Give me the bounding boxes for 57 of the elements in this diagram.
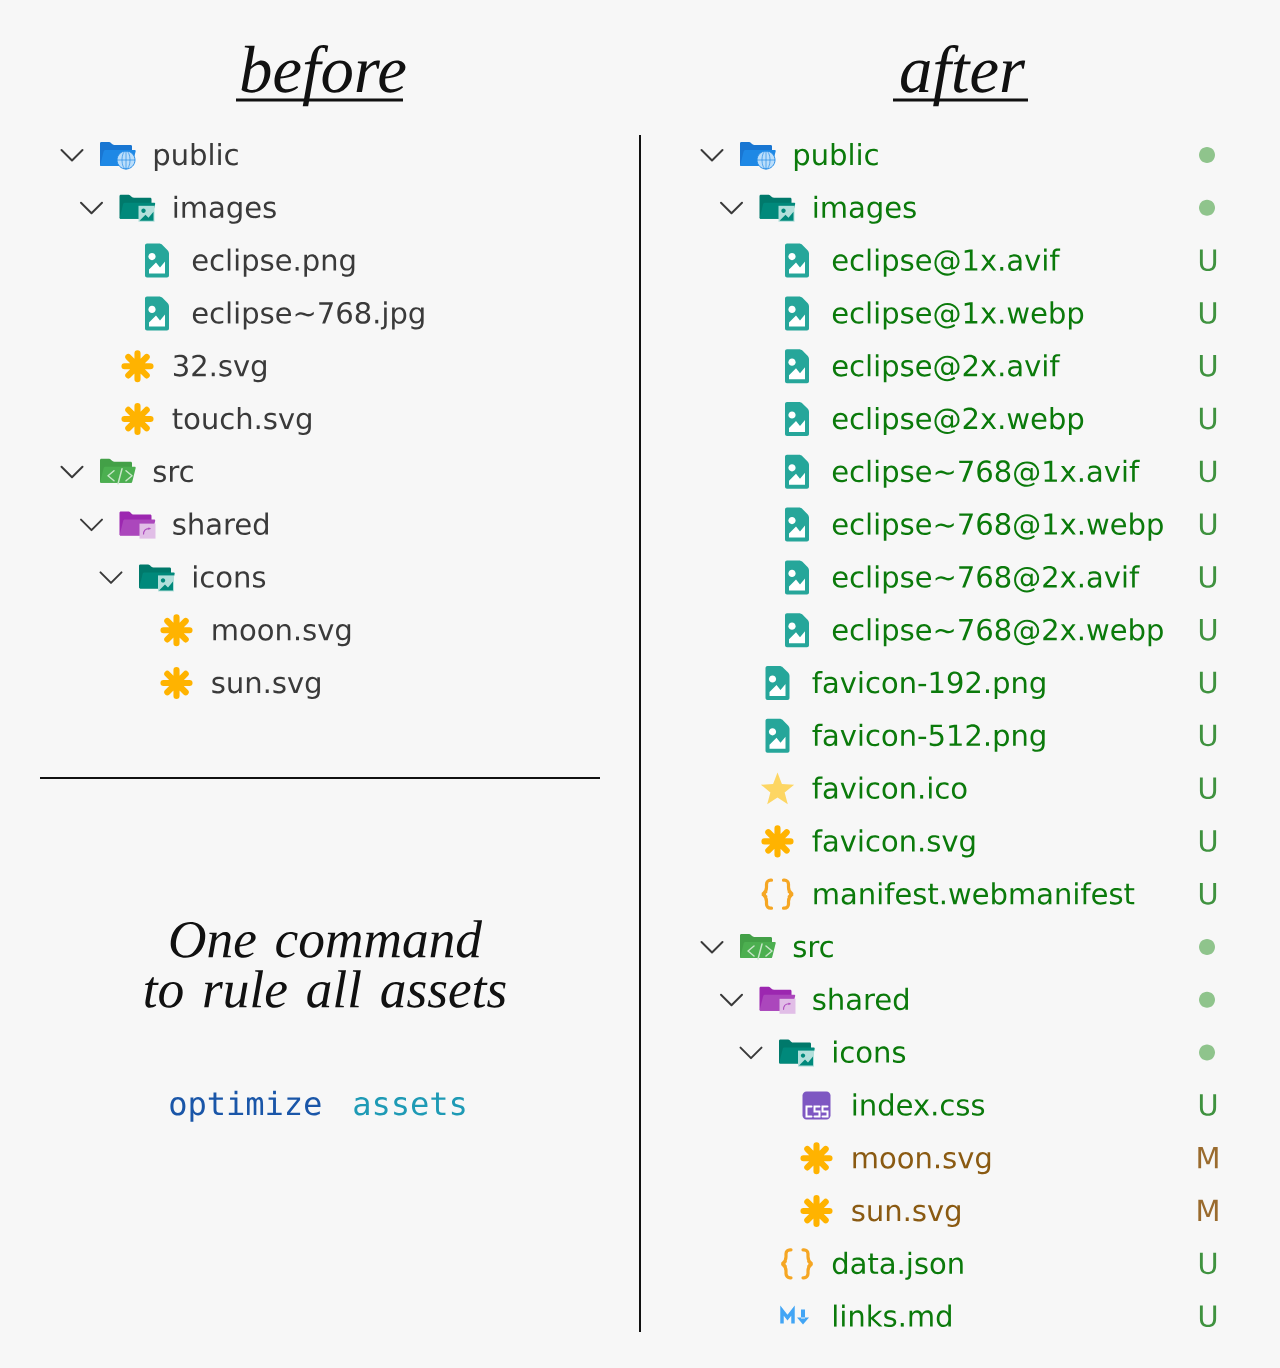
file-name: eclipse@2x.avif <box>832 354 1061 383</box>
status-letter: U <box>1199 407 1217 430</box>
status-letter: U <box>1199 830 1217 852</box>
status-letter: M <box>1198 1199 1218 1221</box>
file-name: favicon-512.png <box>812 723 1045 752</box>
status-letter: U <box>1199 1094 1217 1116</box>
file-name: eclipse~768@1x.avif <box>832 459 1140 488</box>
folder-name: shared <box>813 987 908 1011</box>
status-letter: U <box>1199 566 1217 588</box>
command-text: assets <box>354 1092 465 1116</box>
command-text: optimize <box>170 1090 321 1122</box>
status-letter: U <box>1199 460 1217 483</box>
status-letter: U <box>1199 883 1217 905</box>
file-name: favicon-192.png <box>812 670 1045 700</box>
status-letter: U <box>1199 1305 1217 1328</box>
file-name: eclipse@1x.avif <box>832 248 1061 277</box>
folder-name: images <box>814 195 916 224</box>
file-name: eclipse~768@1x.webp <box>832 512 1163 541</box>
file-name: eclipse~768@2x.avif <box>832 565 1140 594</box>
status-letter: U <box>1199 355 1217 377</box>
file-name: eclipse~768@2x.webp <box>832 618 1163 647</box>
folder-name: src <box>153 465 193 483</box>
status-letter: U <box>1199 619 1217 641</box>
folder-name: icons <box>834 1040 906 1064</box>
status-letter: U <box>1199 1252 1217 1275</box>
status-letter: M <box>1198 1147 1218 1169</box>
status-letter: U <box>1199 249 1217 272</box>
status-letter: U <box>1199 513 1217 536</box>
file-name: moon.svg <box>853 1151 991 1175</box>
file-name: sun.svg <box>852 1204 960 1228</box>
tagline: One command to rule all assets <box>145 920 506 1008</box>
file-name: eclipse.png <box>192 248 355 277</box>
file-name: eclipse@1x.webp <box>832 301 1084 330</box>
folder-name: public <box>154 142 238 172</box>
file-name: touch.svg <box>172 406 311 436</box>
file-name: manifest.webmanifest <box>814 882 1135 905</box>
file-name: eclipse@2x.webp <box>832 406 1084 436</box>
folder-name: icons <box>194 565 266 588</box>
heading: after <box>893 45 1028 107</box>
heading: before <box>236 45 406 107</box>
file-name: favicon.ico <box>812 776 967 800</box>
file-name: moon.svg <box>213 623 351 647</box>
file-name: data.json <box>832 1251 963 1280</box>
file-name: 32.svg <box>174 354 266 383</box>
folder-name: public <box>794 142 878 172</box>
status-letter: U <box>1199 777 1217 800</box>
folder-name: shared <box>173 512 268 536</box>
status-letter: U <box>1199 302 1217 324</box>
status-letter: U <box>1199 671 1217 694</box>
folder-name: src <box>793 940 833 958</box>
file-name: index.css <box>853 1093 985 1116</box>
file-name: eclipse~768.jpg <box>192 301 424 330</box>
status-letter: U <box>1199 724 1217 747</box>
file-name: sun.svg <box>212 676 320 700</box>
file-name: favicon.svg <box>812 829 975 858</box>
file-name: links.md <box>834 1304 951 1328</box>
folder-name: images <box>174 195 276 224</box>
